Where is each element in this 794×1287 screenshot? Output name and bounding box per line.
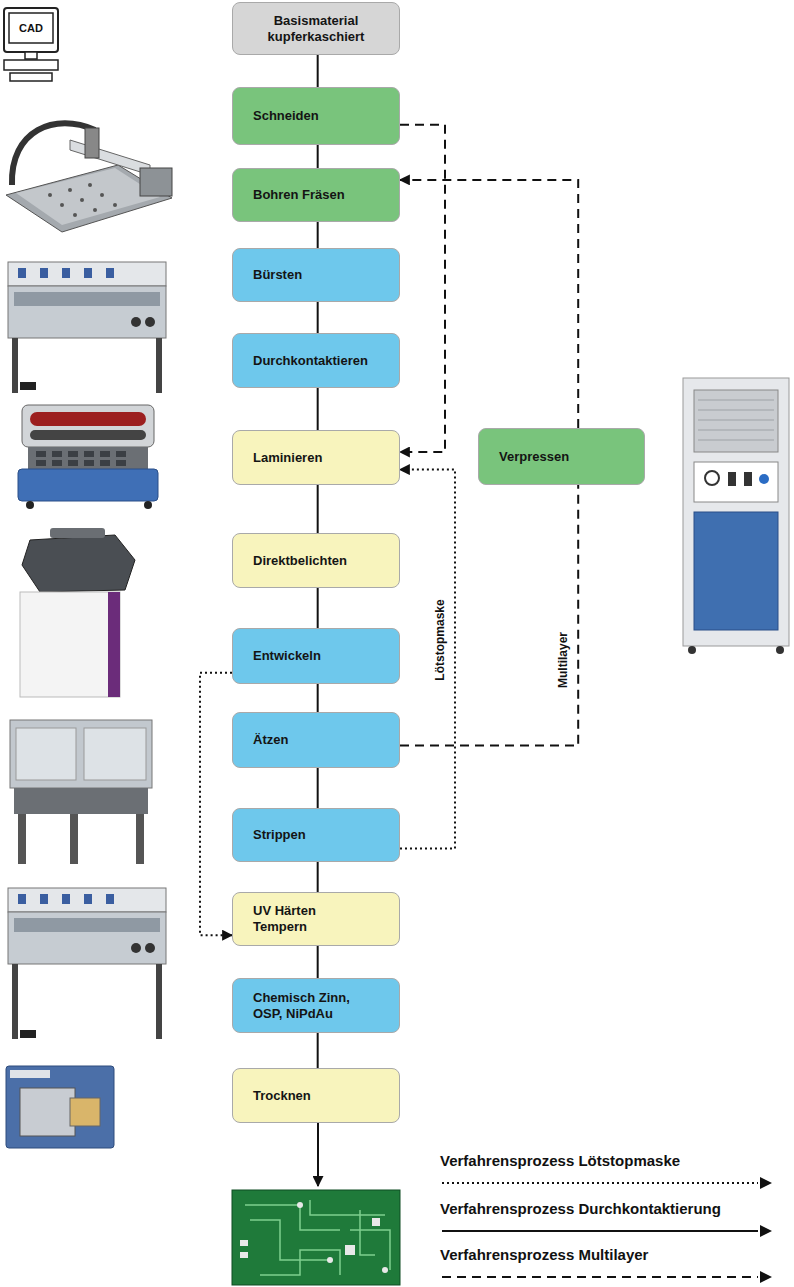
legend-line-sample xyxy=(440,1270,775,1284)
dashed-connector xyxy=(400,125,445,452)
process-box: Bürsten xyxy=(232,248,400,302)
wet-process-tank xyxy=(8,888,166,1039)
process-box: UV Härten Tempern xyxy=(232,892,400,946)
process-label: Bohren Fräsen xyxy=(253,187,345,203)
process-box: Schneiden xyxy=(232,87,400,145)
process-label: Basismaterial kupferkaschiert xyxy=(254,13,379,45)
dashed-connector xyxy=(400,180,578,428)
edge-label: Lötstopmaske xyxy=(433,597,447,682)
process-box: Ätzen xyxy=(232,712,400,768)
solid-connector xyxy=(317,946,319,978)
cnc-machine xyxy=(6,123,172,232)
process-label: Direktbelichten xyxy=(253,553,347,569)
solid-connector xyxy=(317,485,319,533)
legend-text: Verfahrensprozess Multilayer xyxy=(440,1246,775,1263)
process-label: Entwickeln xyxy=(253,648,321,664)
solid-connector xyxy=(317,1033,319,1068)
solid-connector xyxy=(317,862,319,892)
legend-entry: Verfahrensprozess Lötstopmaske xyxy=(440,1152,775,1190)
legend-line-sample xyxy=(440,1224,775,1238)
process-box: Direktbelichten xyxy=(232,533,400,588)
dotted-connector xyxy=(400,470,455,849)
process-box: Bohren Fräsen xyxy=(232,168,400,222)
wet-process-tank xyxy=(8,262,166,393)
multilayer-press xyxy=(683,378,789,654)
output-arrow xyxy=(317,1123,319,1186)
process-label: Strippen xyxy=(253,827,306,843)
legend-line-sample xyxy=(440,1176,775,1190)
process-box: Basismaterial kupferkaschiert xyxy=(232,2,400,55)
edge-label: Multilayer xyxy=(556,630,570,690)
solid-connector xyxy=(317,684,319,712)
cad-computer xyxy=(4,8,58,81)
solid-connector xyxy=(317,302,319,333)
solid-connector xyxy=(317,145,319,168)
process-label: Trocknen xyxy=(253,1088,311,1104)
process-box: Laminieren xyxy=(232,430,400,485)
process-label: Durchkontaktieren xyxy=(253,353,368,369)
dashed-connector xyxy=(400,485,578,746)
process-label: Chemisch Zinn, OSP, NiPdAu xyxy=(253,990,365,1022)
process-label: UV Härten Tempern xyxy=(253,903,333,935)
dotted-connector xyxy=(200,673,232,935)
process-label: Verpressen xyxy=(499,449,569,465)
process-box: Durchkontaktieren xyxy=(232,333,400,388)
dryer xyxy=(6,1066,114,1148)
solid-connector xyxy=(317,588,319,628)
solid-connector xyxy=(317,55,319,87)
legend-entry: Verfahrensprozess Durchkontaktierung xyxy=(440,1200,775,1238)
etching-machine xyxy=(10,720,152,864)
process-label: Laminieren xyxy=(253,450,322,466)
direct-imager xyxy=(20,528,135,697)
legend-entry: Verfahrensprozess Multilayer xyxy=(440,1246,775,1284)
process-box: Strippen xyxy=(232,808,400,862)
solid-connector xyxy=(317,388,319,430)
screen-label: CAD xyxy=(9,13,53,43)
process-box: Chemisch Zinn, OSP, NiPdAu xyxy=(232,978,400,1033)
solid-connector xyxy=(317,768,319,808)
solid-connector xyxy=(317,222,319,248)
finished-pcb xyxy=(232,1190,400,1285)
process-box: Trocknen xyxy=(232,1068,400,1123)
legend-text: Verfahrensprozess Lötstopmaske xyxy=(440,1152,775,1169)
process-label: Ätzen xyxy=(253,732,288,748)
process-label: Bürsten xyxy=(253,267,302,283)
process-box: Entwickeln xyxy=(232,628,400,684)
laminator xyxy=(18,405,158,509)
legend-text: Verfahrensprozess Durchkontaktierung xyxy=(440,1200,775,1217)
process-box: Verpressen xyxy=(478,428,645,485)
process-label: Schneiden xyxy=(253,108,319,124)
